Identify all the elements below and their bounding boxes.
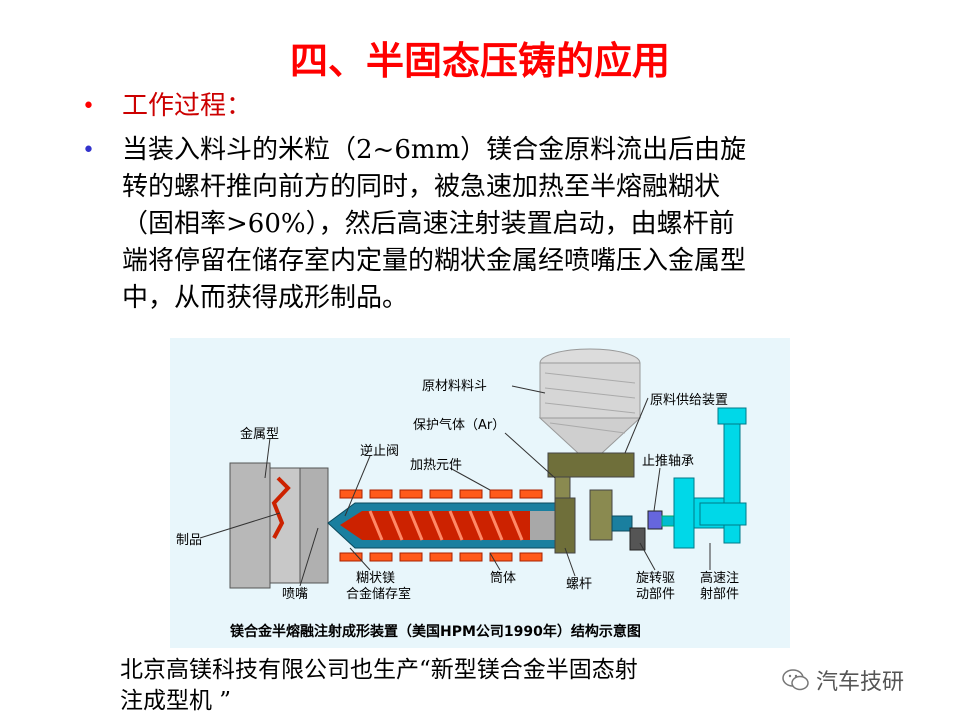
label-hopper: 原材料料斗 (422, 379, 487, 394)
description-paragraph: 当装入料斗的米粒（2~6mm）镁合金原料流出后由旋 转的螺杆推向前方的同时，被急… (122, 132, 902, 317)
label-gas: 保护气体（Ar） (413, 417, 505, 433)
bullet-text: 工作过程： (122, 91, 253, 121)
bullet-dot: • (82, 138, 95, 163)
drive-housing (589, 489, 613, 541)
bullet-dot: • (82, 94, 95, 119)
drive-flange (554, 497, 576, 554)
heater-elements (339, 489, 543, 562)
label-inject-2: 射部件 (700, 586, 739, 602)
watermark: 汽车技研 (782, 664, 904, 696)
barrel (327, 502, 575, 549)
label-storage-1: 糊状镁 (356, 570, 395, 586)
label-barrel: 筒体 (490, 570, 516, 586)
label-heater: 加热元件 (410, 458, 462, 473)
label-feeder: 原料供给装置 (650, 393, 728, 408)
label-nozzle: 喷嘴 (282, 587, 308, 602)
label-storage-2: 合金储存室 (346, 586, 411, 602)
footer-note: 北京高镁科技有限公司也生产“新型镁合金半固态射 注成型机 ” (120, 655, 638, 717)
diagram-caption: 镁合金半熔融注射成形装置（美国HPM公司1990年）结构示意图 (230, 623, 641, 640)
label-thrust: 止推轴承 (642, 454, 694, 469)
label-product: 制品 (176, 533, 202, 548)
footer-line: 注成型机 ” (120, 688, 232, 714)
description-line: （固相率>60%），然后高速注射装置启动，由螺杆前 (122, 209, 735, 239)
label-mold: 金属型 (240, 426, 279, 442)
diagram-svg: 原材料料斗 原料供给装置 保护气体（Ar） 金属型 逆止阀 加热元件 止推轴承 … (170, 338, 790, 648)
description-line: 端将停留在储存室内定量的糊状金属经喷嘴压入金属型 (122, 246, 747, 276)
hopper (538, 348, 642, 454)
metal-mold (229, 462, 329, 589)
coupling (661, 515, 675, 527)
drive-shaft (611, 515, 633, 532)
description-line: 转的螺杆推向前方的同时，被急速加热至半熔融糊状 (122, 172, 721, 202)
slide-title: 四、半固态压铸的应用 (289, 38, 670, 83)
feeder-block (547, 452, 635, 478)
watermark-text: 汽车技研 (816, 670, 905, 695)
description-line: 中，从而获得成形制品。 (122, 283, 409, 313)
label-drive-1: 旋转驱 (636, 571, 675, 586)
rotary-drive (629, 527, 646, 551)
thrust-bearing (647, 510, 663, 530)
description-line: 当装入料斗的米粒（2~6mm）镁合金原料流出后由旋 (122, 135, 747, 165)
label-drive-2: 动部件 (636, 587, 675, 602)
label-inject-1: 高速注 (700, 570, 739, 586)
injection-machine-diagram: 原材料料斗 原料供给装置 保护气体（Ar） 金属型 逆止阀 加热元件 止推轴承 … (170, 338, 790, 648)
wechat-icon (782, 669, 809, 691)
label-check-valve: 逆止阀 (360, 443, 399, 459)
injection-unit (673, 407, 747, 549)
label-screw: 螺杆 (566, 577, 592, 592)
leader-lines (199, 385, 711, 587)
footer-line: 北京高镁科技有限公司也生产“新型镁合金半固态射 (120, 657, 638, 683)
